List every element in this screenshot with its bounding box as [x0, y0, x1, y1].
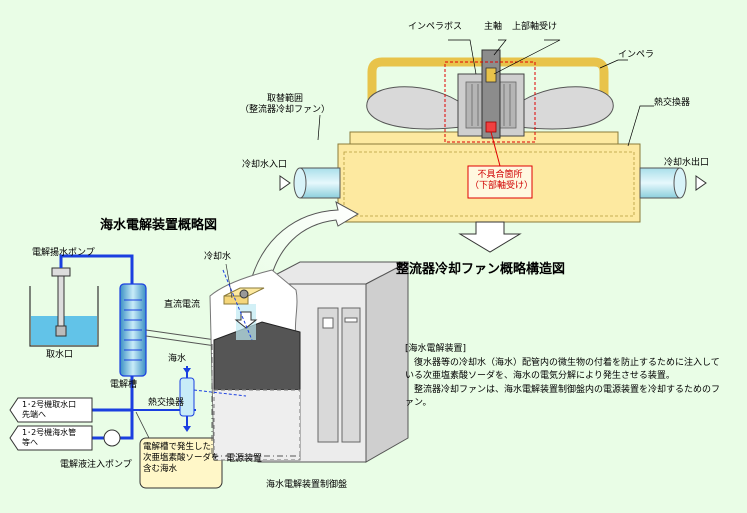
intake-tank [29, 286, 99, 347]
label-dc-current: 直流電流 [164, 300, 201, 310]
label-destination-2: 1･2号機海水管 等へ [22, 428, 77, 447]
label-heat-exchanger-small: 熱交換器 [148, 398, 185, 408]
label-cooling-water: 冷却水 [204, 252, 232, 262]
fan-diagram-title: 整流器冷却ファン概略構造図 [396, 262, 566, 277]
replacement-boundary [444, 61, 536, 143]
injection-pump [103, 429, 121, 447]
label-impeller: インペラ [618, 50, 655, 60]
label-seawater: 海水 [168, 354, 187, 364]
note-callout [139, 437, 223, 489]
electrolysis-pump [51, 267, 71, 277]
destination-1-arrow [9, 397, 93, 423]
description-para-2: 整流器冷却ファンは、海水電解装置制御盤内の電源装置を冷却するためのファン。 [405, 384, 721, 409]
label-defect-location: 不具合箇所 （下部軸受け） [470, 170, 534, 192]
description-para-1: 復水器等の冷却水（海水）配管内の微生物の付着を防止するために注入している次亜塩素… [405, 357, 720, 382]
lower-bearing [485, 121, 497, 133]
water-line-pump [59, 254, 134, 286]
label-coolant-inlet: 冷却水入口 [242, 160, 288, 170]
impeller-blade-right [509, 86, 614, 130]
electrolysis-diagram-title: 海水電解装置概略図 [100, 218, 218, 233]
label-electrolysis-pump: 電解揚水ポンプ [32, 248, 95, 258]
note-text: 電解槽で発生した 次亜塩素酸ソーダを 含む海水 [143, 442, 220, 475]
description-block: [海水電解装置] 復水器等の冷却水（海水）配管内の微生物の付着を防止するために注… [405, 343, 723, 411]
fan-structure [279, 39, 707, 253]
upper-bearing [485, 67, 497, 83]
outlet-flow-arrow [695, 175, 707, 191]
label-main-shaft: 主軸 [484, 22, 503, 32]
inlet-flow-arrow [279, 175, 291, 191]
down-arrow [458, 221, 522, 253]
label-intake: 取水口 [46, 350, 74, 360]
impeller-blade-left [366, 86, 471, 130]
label-power-unit: 電源装置 [226, 454, 263, 464]
label-destination-1: 1･2号機取水口 先端へ [22, 400, 77, 419]
label-heat-exchanger: 熱交換器 [654, 98, 691, 108]
label-control-panel: 海水電解装置制御盤 [266, 480, 348, 490]
label-injection-pump: 電解液注入ポンプ [60, 460, 132, 470]
label-coolant-outlet: 冷却水出口 [664, 158, 710, 168]
electrolysis-system [9, 254, 259, 489]
description-heading: [海水電解装置] [405, 344, 467, 354]
inlet-pipe [299, 167, 341, 199]
small-heat-exchanger [179, 377, 195, 417]
label-upper-bearing: 上部軸受け [512, 22, 558, 32]
destination-2-arrow [9, 425, 93, 451]
control-panel [193, 261, 409, 463]
label-electrolysis-cell: 電解槽 [110, 380, 138, 390]
label-impeller-boss: インペラボス [408, 22, 463, 32]
label-replacement-scope: 取替範囲 （整流器冷却ファン） [240, 94, 331, 116]
